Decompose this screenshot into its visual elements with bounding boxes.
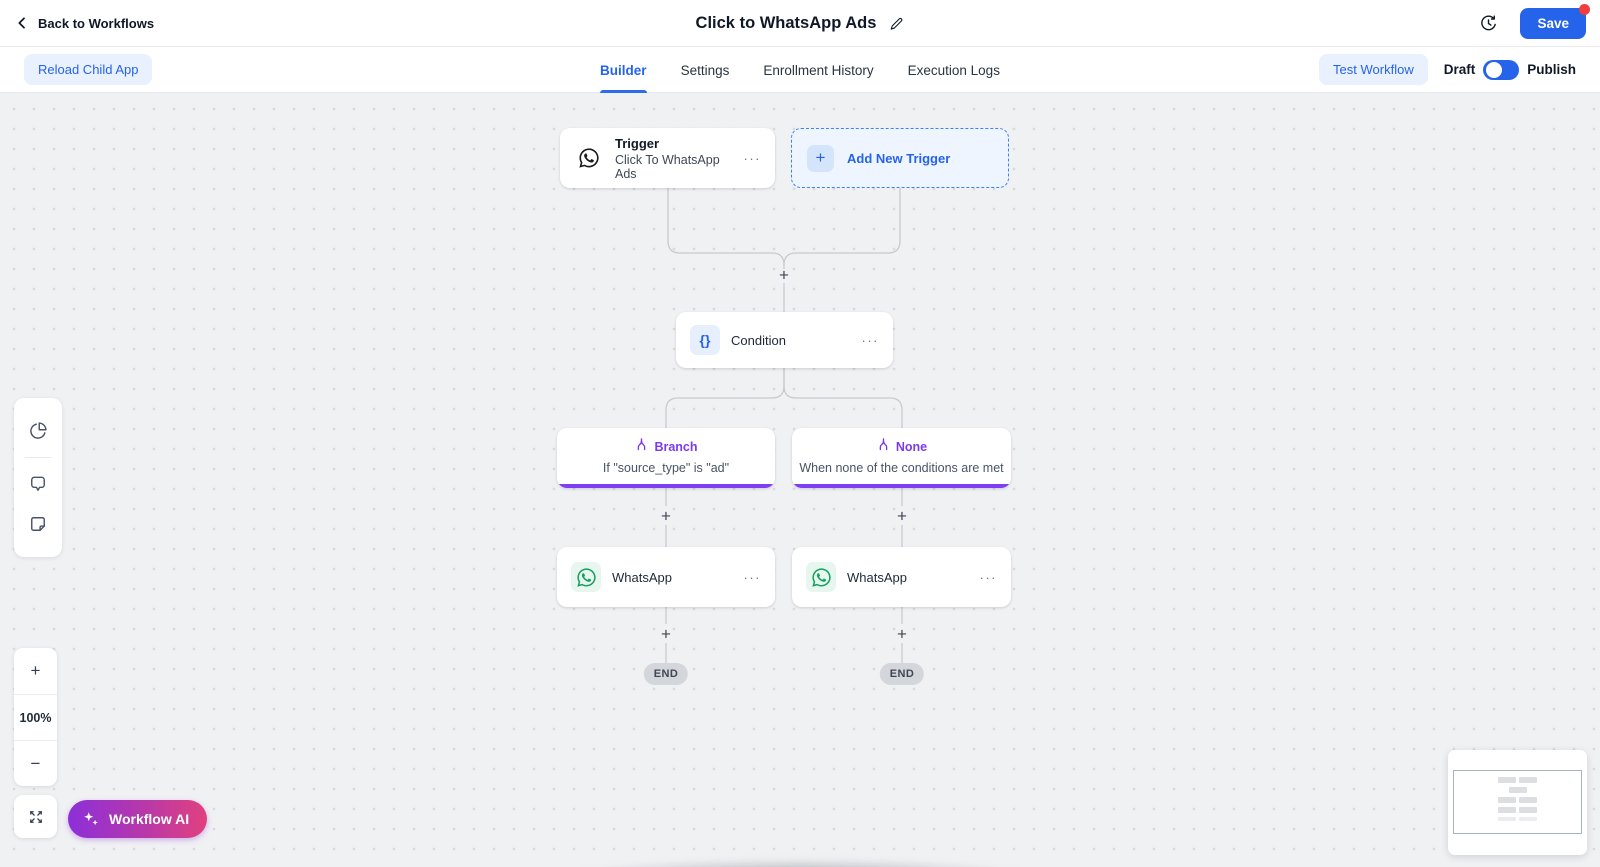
page-title: Click to WhatsApp Ads (695, 14, 877, 32)
sparkles-icon (82, 810, 100, 828)
tab-bar: Reload Child App Builder Settings Enroll… (0, 47, 1600, 93)
none-branch-label: None (895, 440, 928, 454)
branch-description: If "source_type" is "ad" (602, 461, 730, 475)
none-branch-node[interactable]: None When none of the conditions are met (792, 428, 1011, 488)
add-step-plus[interactable]: + (661, 506, 671, 526)
back-label: Back to Workflows (38, 15, 155, 31)
end-pill: END (879, 663, 925, 685)
fullscreen-button[interactable] (14, 795, 57, 838)
publish-label: Publish (1527, 62, 1576, 77)
tab-settings[interactable]: Settings (680, 62, 730, 78)
expand-icon (29, 810, 42, 823)
whatsapp-node-label: WhatsApp (847, 569, 907, 585)
version-history-icon[interactable] (1479, 14, 1498, 33)
comment-icon[interactable] (14, 464, 62, 504)
workflow-tabs: Builder Settings Enrollment History Exec… (600, 47, 1000, 93)
save-button[interactable]: Save (1520, 3, 1590, 39)
zoom-out-button[interactable]: − (14, 740, 57, 786)
zoom-in-button[interactable]: + (30, 661, 41, 680)
pie-chart-icon[interactable] (14, 411, 62, 451)
draft-publish-toggle[interactable] (1483, 59, 1520, 80)
whatsapp-action-node[interactable]: WhatsApp ··· (557, 547, 775, 607)
braces-icon: {} (690, 325, 720, 355)
branch-split-icon (876, 437, 891, 457)
node-menu-ellipsis-icon[interactable]: ··· (979, 569, 997, 585)
zoom-controls: + 100% − (14, 648, 57, 786)
whatsapp-icon (571, 562, 601, 592)
trigger-node[interactable]: Trigger Click To WhatsApp Ads ··· (560, 128, 775, 188)
test-workflow-button[interactable]: Test Workflow (1319, 54, 1428, 85)
node-menu-ellipsis-icon[interactable]: ··· (861, 332, 879, 348)
add-new-trigger-label: Add New Trigger (847, 150, 951, 166)
sticky-note-icon[interactable] (14, 504, 62, 544)
tab-builder[interactable]: Builder (600, 47, 647, 93)
toggle-knob (1486, 61, 1503, 78)
draft-label: Draft (1443, 62, 1476, 77)
tab-execution-logs[interactable]: Execution Logs (907, 62, 1000, 78)
node-menu-ellipsis-icon[interactable]: ··· (743, 569, 761, 585)
minimap[interactable] (1448, 750, 1587, 855)
workflow-ai-label: Workflow AI (109, 811, 190, 827)
whatsapp-node-label: WhatsApp (612, 569, 672, 585)
top-header: Back to Workflows Click to WhatsApp Ads … (0, 0, 1600, 47)
add-step-plus[interactable]: + (897, 624, 907, 644)
none-branch-description: When none of the conditions are met (799, 461, 1004, 475)
edit-title-pencil-icon[interactable] (888, 16, 904, 32)
trigger-title: Trigger (615, 135, 660, 151)
condition-label: Condition (731, 332, 786, 348)
back-to-workflows-button[interactable]: Back to Workflows (14, 15, 154, 31)
chevron-left-icon (14, 15, 30, 31)
end-pill: END (643, 663, 689, 685)
bottom-edge-shadow (470, 851, 1130, 867)
whatsapp-icon (806, 562, 836, 592)
branch-node[interactable]: Branch If "source_type" is "ad" (557, 428, 775, 488)
condition-node[interactable]: {} Condition ··· (676, 312, 893, 368)
add-step-plus[interactable]: + (661, 624, 671, 644)
node-menu-ellipsis-icon[interactable]: ··· (743, 150, 761, 166)
trigger-subtitle: Click To WhatsApp Ads (615, 152, 720, 181)
whatsapp-icon (574, 143, 604, 173)
reload-child-app-button[interactable]: Reload Child App (24, 54, 153, 85)
add-new-trigger-button[interactable]: + Add New Trigger (791, 128, 1009, 188)
whatsapp-action-node[interactable]: WhatsApp ··· (792, 547, 1011, 607)
plus-icon: + (807, 144, 834, 172)
branch-label: Branch (654, 440, 698, 454)
workflow-canvas[interactable]: + + + + + Trigger Click To WhatsApp Ads … (0, 93, 1600, 867)
branch-split-icon (634, 437, 649, 457)
save-label: Save (1537, 15, 1569, 31)
minimap-viewport[interactable] (1453, 770, 1582, 834)
minimap-nodes (1454, 777, 1581, 821)
toolbar-divider (25, 457, 51, 458)
workflow-ai-button[interactable]: Workflow AI (68, 800, 208, 838)
tab-enrollment-history[interactable]: Enrollment History (763, 62, 874, 78)
canvas-side-toolbar (14, 398, 62, 557)
add-step-plus[interactable]: + (897, 506, 907, 526)
add-step-plus[interactable]: + (779, 265, 789, 285)
zoom-level: 100% (14, 694, 57, 740)
unsaved-changes-dot (1579, 3, 1590, 15)
